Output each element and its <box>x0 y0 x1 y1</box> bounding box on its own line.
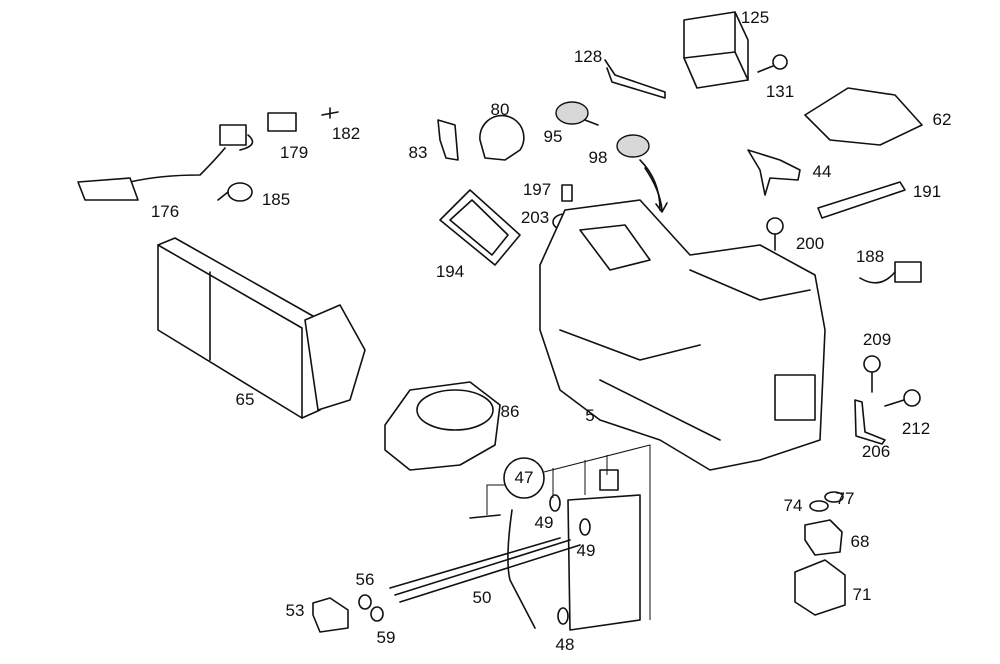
part-label-80: 80 <box>490 100 510 119</box>
part-125-control-module <box>683 11 749 89</box>
part-label-48: 48 <box>555 635 575 654</box>
part-label-47: 47 <box>514 468 534 487</box>
part-label-191: 191 <box>912 182 942 201</box>
part-86-blower <box>384 381 501 471</box>
part-label-86: 86 <box>500 402 520 421</box>
part-label-74: 74 <box>783 496 803 515</box>
part-47-group <box>389 444 651 631</box>
part-label-185: 185 <box>261 190 291 209</box>
part-label-65: 65 <box>235 390 255 409</box>
part-176-harness <box>77 124 254 201</box>
arrow <box>644 167 668 213</box>
part-80-flap <box>479 114 525 161</box>
part-188-connector <box>859 261 922 284</box>
part-label-98: 98 <box>588 148 608 167</box>
part-182-pin <box>321 107 339 119</box>
part-95-actuator <box>555 101 599 126</box>
part-label-53: 53 <box>285 601 305 620</box>
part-185-grommet <box>217 182 253 202</box>
part-label-5: 5 <box>585 406 595 425</box>
part-label-194: 194 <box>435 262 465 281</box>
part-209-screw <box>863 355 881 393</box>
part-194-gasket <box>439 189 521 266</box>
part-179-connector <box>267 112 297 132</box>
part-191-strip <box>817 181 906 219</box>
part-197-bolt <box>561 184 573 202</box>
part-label-50: 50 <box>472 588 492 607</box>
part-71-pump <box>794 559 846 616</box>
part-label-71: 71 <box>852 585 872 604</box>
part-212-screw <box>884 389 921 407</box>
part-label-212: 212 <box>901 419 931 438</box>
part-label-206: 206 <box>861 442 891 461</box>
part-83-clip <box>437 119 459 161</box>
part-label-49: 49 <box>534 513 554 532</box>
part-label-188: 188 <box>855 247 885 266</box>
part-44-bracket <box>747 149 801 196</box>
part-label-203: 203 <box>520 208 550 227</box>
part-131-screw <box>757 54 788 73</box>
part-59-plug <box>370 606 384 622</box>
part-77-washer <box>824 491 844 503</box>
part-label-68: 68 <box>850 532 870 551</box>
part-label-49: 49 <box>576 541 596 560</box>
part-label-209: 209 <box>862 330 892 349</box>
part-62-cover <box>804 87 923 146</box>
part-label-131: 131 <box>765 82 795 101</box>
part-206-bracket <box>854 399 886 445</box>
part-74-washer <box>809 500 829 512</box>
part-label-176: 176 <box>150 202 180 221</box>
part-200-screw <box>766 217 784 251</box>
part-label-83: 83 <box>408 143 428 162</box>
part-65-heater-core <box>157 237 366 419</box>
part-label-62: 62 <box>932 110 952 129</box>
part-label-197: 197 <box>522 180 552 199</box>
part-label-200: 200 <box>795 234 825 253</box>
part-label-95: 95 <box>543 127 563 146</box>
part-128-bracket <box>604 59 666 99</box>
part-label-56: 56 <box>355 570 375 589</box>
part-label-182: 182 <box>331 124 361 143</box>
part-98-actuator <box>616 134 661 211</box>
part-label-125: 125 <box>740 8 770 27</box>
part-label-179: 179 <box>279 143 309 162</box>
part-label-59: 59 <box>376 628 396 647</box>
part-label-44: 44 <box>812 162 832 181</box>
part-56-plug <box>358 594 372 610</box>
part-5-housing <box>539 199 826 471</box>
part-label-77: 77 <box>835 489 855 508</box>
part-label-128: 128 <box>573 47 603 66</box>
part-68-valve <box>804 519 843 556</box>
part-53-block <box>312 597 349 633</box>
